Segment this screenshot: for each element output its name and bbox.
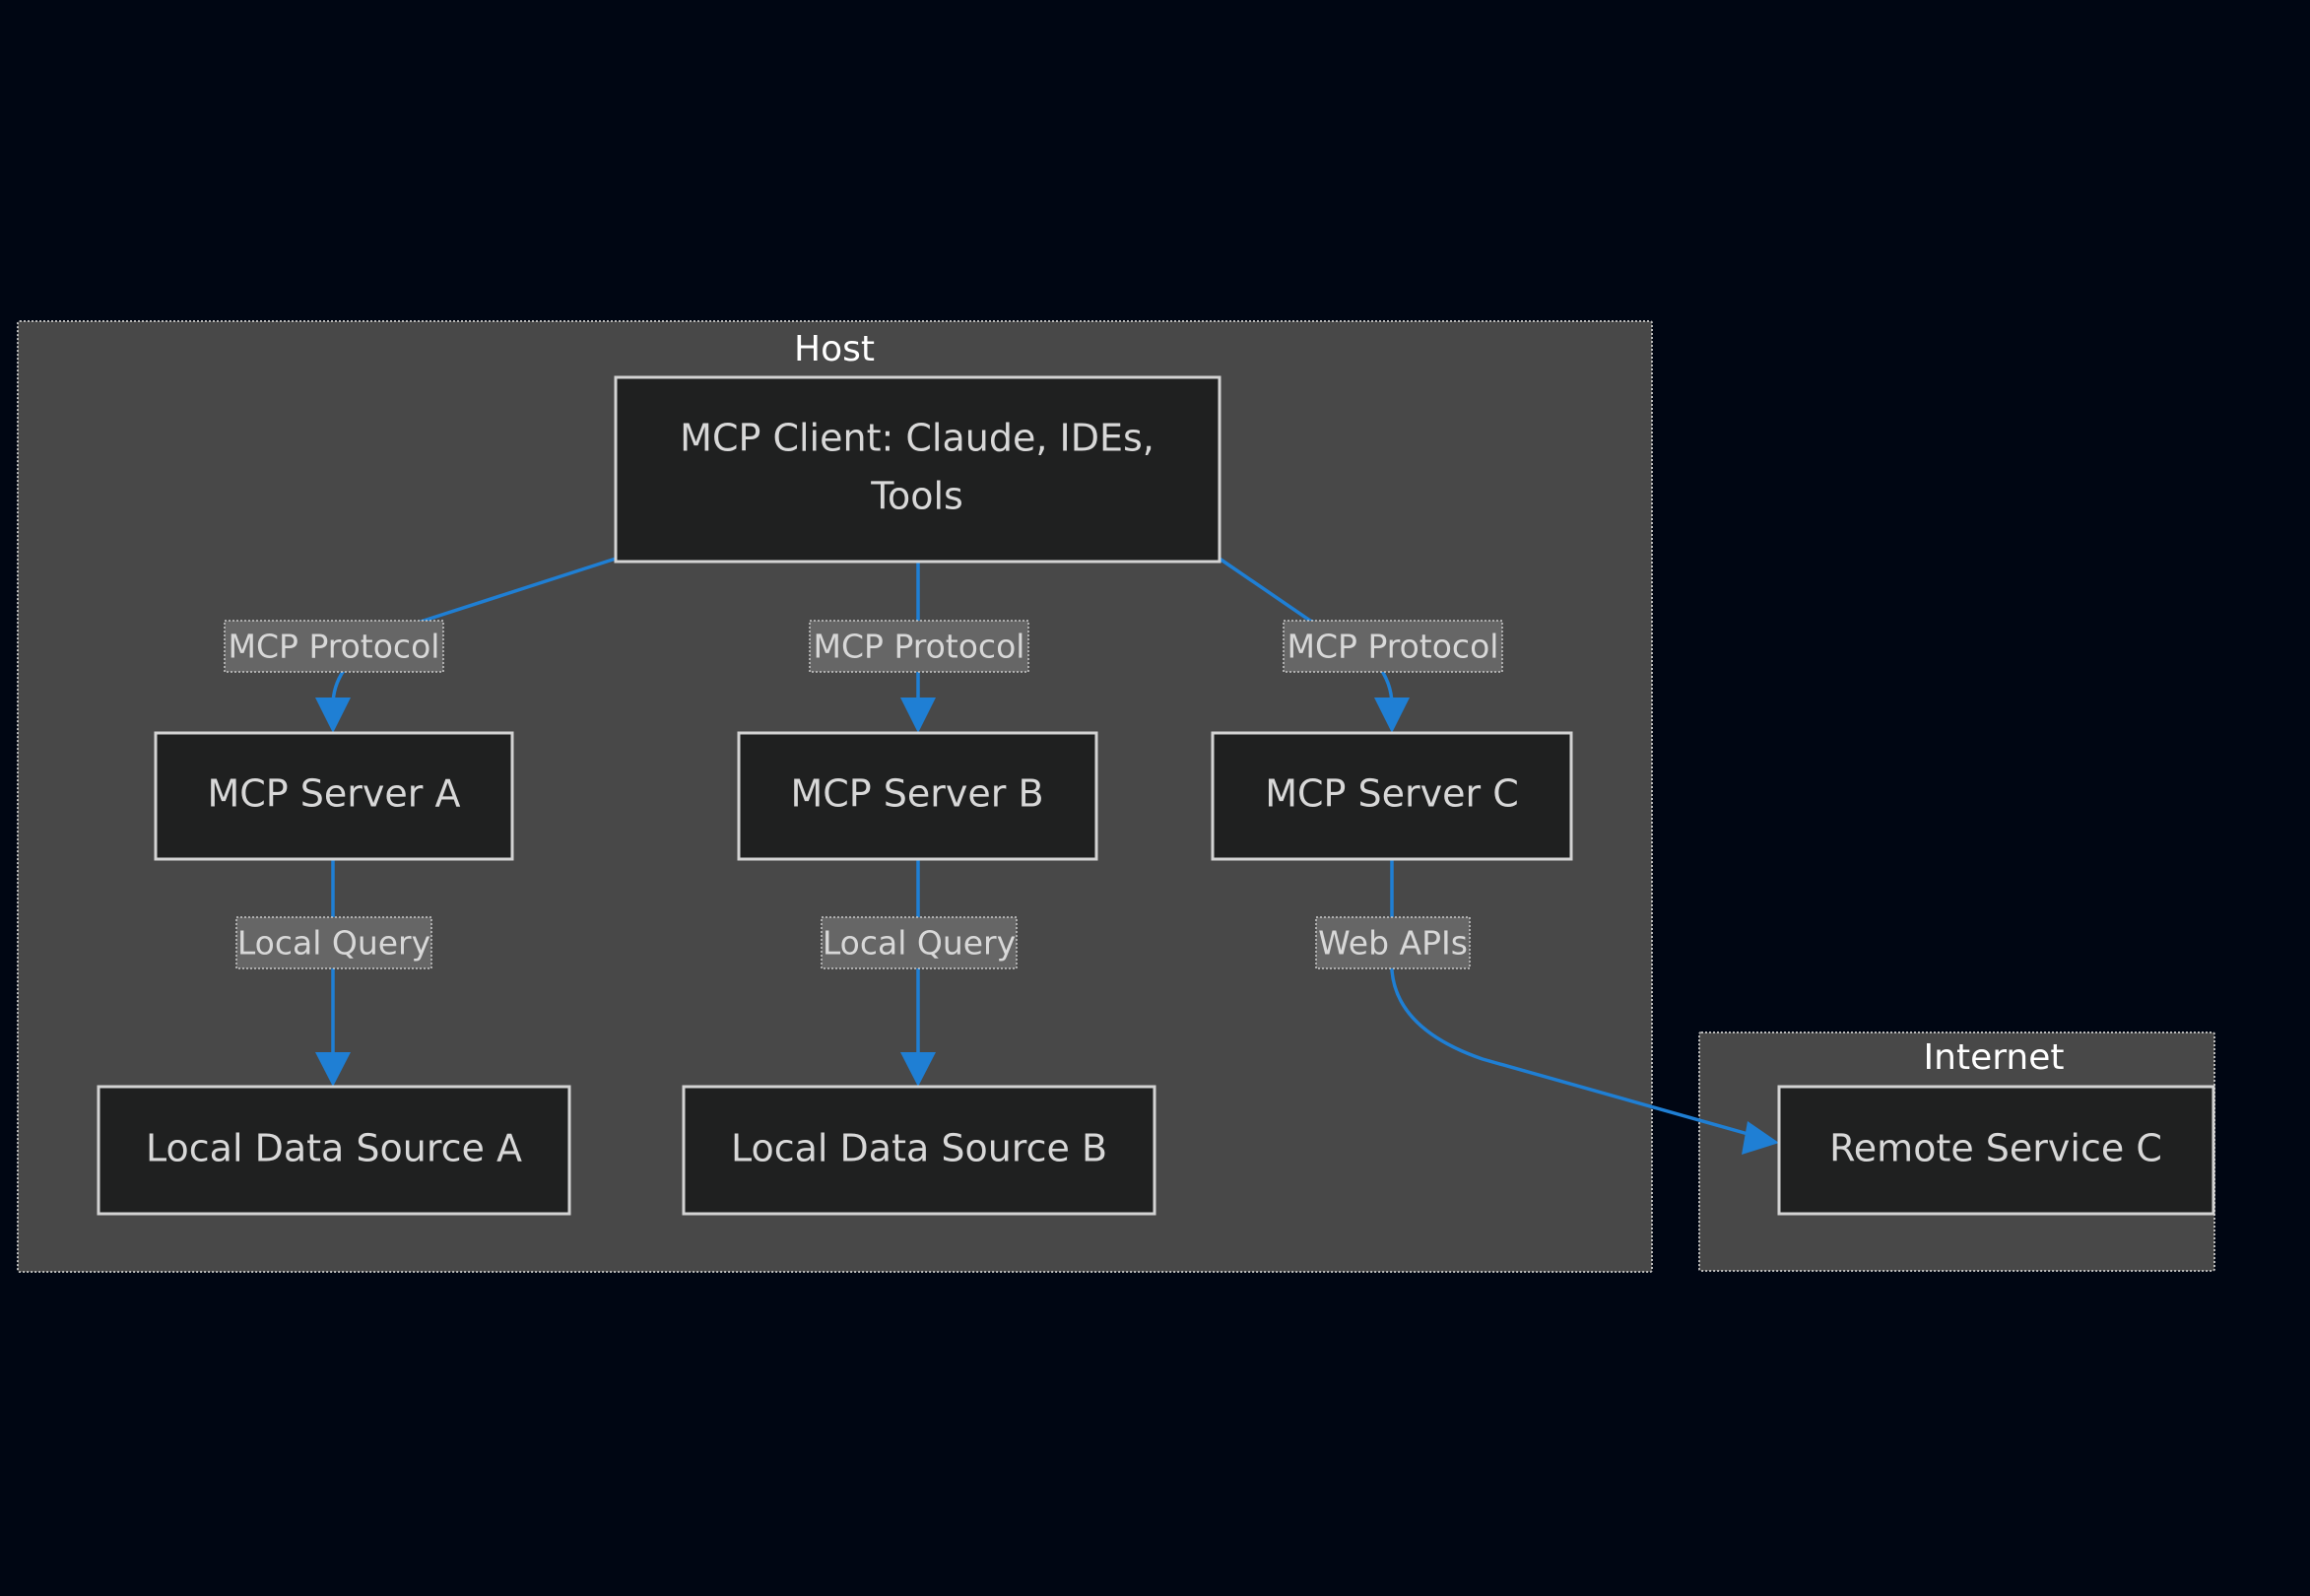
node-mcp-server-a-rect[interactable] <box>154 731 514 861</box>
node-local-data-source-b[interactable]: Local Data Source B <box>682 1085 1156 1216</box>
node-mcp-client-label-line1: MCP Client: Claude, IDEs, <box>680 417 1155 460</box>
edge-label-server-b-to-data-b: Local Query <box>821 916 1018 969</box>
node-local-data-source-a-label: Local Data Source A <box>146 1127 522 1170</box>
node-mcp-client-label-line2: Tools <box>870 475 963 518</box>
edge-server-a-to-data-a-arrowhead <box>315 1052 351 1087</box>
edge-label-client-to-server-b-chip <box>809 620 1029 673</box>
edge-label-server-b-to-data-b-chip <box>821 916 1018 969</box>
node-mcp-server-b-label: MCP Server B <box>790 772 1043 816</box>
edge-label-server-c-to-remote-c-chip <box>1315 916 1471 969</box>
edge-client-to-server-b-arrowhead <box>900 698 936 733</box>
node-mcp-client-rect[interactable] <box>614 375 1221 564</box>
edge-label-server-a-to-data-a-chip <box>235 916 432 969</box>
node-mcp-server-a[interactable]: MCP Server A <box>154 731 514 861</box>
edge-label-server-b-to-data-b-text: Local Query <box>823 924 1016 963</box>
node-mcp-server-a-label: MCP Server A <box>207 772 460 816</box>
edge-label-client-to-server-c-chip <box>1283 620 1503 673</box>
node-local-data-source-a-rect[interactable] <box>97 1085 571 1216</box>
edge-label-client-to-server-a-chip <box>224 620 444 673</box>
node-local-data-source-a[interactable]: Local Data Source A <box>97 1085 571 1216</box>
cluster-host-title: Host <box>794 329 875 369</box>
node-mcp-client[interactable]: MCP Client: Claude, IDEs, Tools <box>614 375 1221 564</box>
node-mcp-server-c-rect[interactable] <box>1211 731 1573 861</box>
edge-label-client-to-server-b-text: MCP Protocol <box>814 628 1025 666</box>
edge-server-c-to-remote-c <box>1390 859 1779 1155</box>
edge-label-client-to-server-c-text: MCP Protocol <box>1287 628 1499 666</box>
node-mcp-server-c-label: MCP Server C <box>1265 772 1519 816</box>
edge-label-server-c-to-remote-c-text: Web APIs <box>1318 924 1468 963</box>
edge-client-to-server-a-arrowhead <box>315 698 351 733</box>
node-local-data-source-b-rect[interactable] <box>682 1085 1156 1216</box>
edge-server-b-to-data-b-arrowhead <box>900 1052 936 1087</box>
edge-label-server-a-to-data-a-text: Local Query <box>237 924 430 963</box>
edge-label-server-c-to-remote-c: Web APIs <box>1315 916 1471 969</box>
edge-label-server-a-to-data-a: Local Query <box>235 916 432 969</box>
edge-client-to-server-c-arrowhead <box>1374 698 1410 733</box>
cluster-internet-title: Internet <box>1924 1037 2065 1078</box>
edge-label-client-to-server-a: MCP Protocol <box>224 620 444 673</box>
edge-label-client-to-server-b: MCP Protocol <box>809 620 1029 673</box>
edge-server-c-to-remote-c-path <box>1390 859 1752 1137</box>
edge-label-client-to-server-a-text: MCP Protocol <box>229 628 440 666</box>
node-remote-service-c-label: Remote Service C <box>1829 1127 2162 1170</box>
node-mcp-server-b-rect[interactable] <box>737 731 1098 861</box>
edge-server-c-to-remote-c-arrowhead <box>1742 1121 1779 1155</box>
node-local-data-source-b-label: Local Data Source B <box>731 1127 1107 1170</box>
edge-label-client-to-server-c: MCP Protocol <box>1283 620 1503 673</box>
node-remote-service-c[interactable]: Remote Service C <box>1777 1085 2215 1216</box>
node-mcp-server-c[interactable]: MCP Server C <box>1211 731 1573 861</box>
node-mcp-server-b[interactable]: MCP Server B <box>737 731 1098 861</box>
node-remote-service-c-rect[interactable] <box>1777 1085 2215 1216</box>
